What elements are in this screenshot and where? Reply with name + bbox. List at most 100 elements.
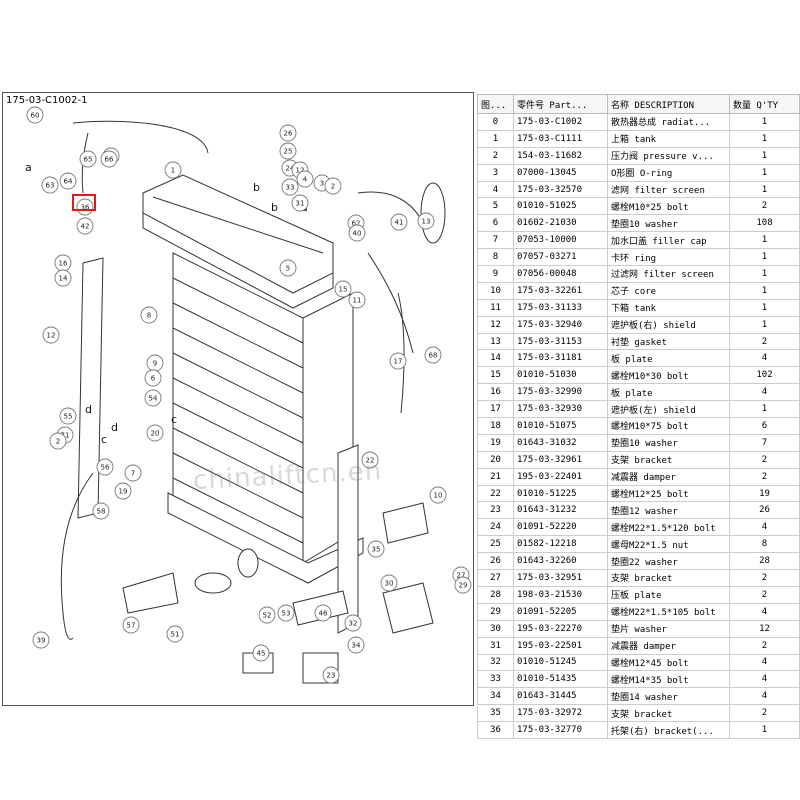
cell-part-number: 175-03-C1002 — [513, 113, 608, 131]
cell-index: 3 — [477, 163, 514, 182]
cell-qty: 7 — [729, 433, 800, 452]
cell-part-number: 07057-03271 — [513, 248, 608, 267]
cell-qty: 1 — [729, 146, 800, 165]
cell-qty: 6 — [729, 417, 800, 435]
cell-part-number: 175-03-32570 — [513, 180, 608, 199]
cell-index: 5 — [477, 197, 514, 216]
overflow-pipe — [72, 120, 209, 154]
cell-qty: 1 — [729, 231, 800, 250]
callout-number: 64 — [64, 178, 73, 186]
cell-index: 35 — [477, 704, 514, 723]
callout-number: 53 — [282, 610, 291, 618]
cell-part-number: 01602-21030 — [513, 214, 608, 233]
callout-number: 41 — [395, 219, 404, 227]
callout-number: 16 — [59, 260, 68, 268]
column-header-part-no[interactable]: 零件号 Part... — [513, 94, 608, 114]
damper-mount — [382, 582, 434, 634]
callout-bubble: 22 — [361, 451, 379, 469]
callout-bubble: 10 — [429, 486, 447, 504]
callout-number: 20 — [151, 430, 160, 438]
cell-part-number: 01010-51245 — [513, 653, 608, 672]
callout-bubble: 29 — [454, 576, 472, 594]
cell-index: 4 — [477, 180, 514, 199]
diagram-title: 175-03-C1002-1 — [6, 95, 88, 106]
callout-bubble: 56 — [96, 458, 114, 476]
callout-bubble: 54 — [144, 389, 162, 407]
cell-index: 11 — [477, 298, 514, 317]
callout-bubble: 55 — [59, 407, 77, 425]
callout-number: 62 — [352, 220, 361, 228]
cell-qty: 19 — [729, 484, 800, 503]
cell-part-number: 198-03-21530 — [513, 585, 608, 604]
cell-index: 23 — [477, 501, 514, 520]
callout-bubble: 11 — [348, 291, 366, 309]
radiator-assembly-drawing: a b b a c d c d 606163646566364216141255… — [25, 106, 472, 684]
callout-bubble: 68 — [424, 346, 442, 364]
cell-description: 过滤网 filter screen — [607, 265, 730, 283]
cell-part-number: 175-03-32990 — [513, 383, 608, 402]
callout-number: 5 — [286, 265, 290, 273]
callout-number: 58 — [97, 508, 106, 516]
cell-description: O形圈 O-ring — [607, 163, 730, 182]
cell-qty: 102 — [729, 366, 800, 385]
column-header-description[interactable]: 名称 DESCRIPTION — [607, 94, 730, 114]
cell-index: 2 — [477, 146, 514, 165]
callout-bubble: 14 — [54, 269, 72, 287]
callout-number: 25 — [284, 148, 293, 156]
cell-qty: 1 — [729, 129, 800, 148]
column-header-index[interactable]: 图... — [477, 94, 514, 114]
cell-part-number: 01643-32260 — [513, 552, 608, 571]
cell-description: 减震器 damper — [607, 467, 730, 486]
column-header-qty[interactable]: 数量 Q'TY — [729, 94, 800, 114]
cell-qty: 1 — [729, 163, 800, 182]
cell-description: 遮护板(右) shield — [607, 315, 730, 334]
cell-part-number: 01091-52220 — [513, 518, 608, 537]
cell-description: 螺栓M22*1.5*105 bolt — [607, 602, 730, 621]
cell-part-number: 01091-52205 — [513, 602, 608, 621]
cell-qty: 4 — [729, 349, 800, 368]
cell-description: 衬垫 gasket — [607, 332, 730, 351]
cell-part-number: 07000-13045 — [513, 163, 608, 182]
callout-bubble: 32 — [344, 614, 362, 632]
cell-part-number: 175-03-32940 — [513, 315, 608, 334]
callout-number: 13 — [422, 218, 431, 226]
callout-bubble: 36 — [76, 198, 94, 216]
